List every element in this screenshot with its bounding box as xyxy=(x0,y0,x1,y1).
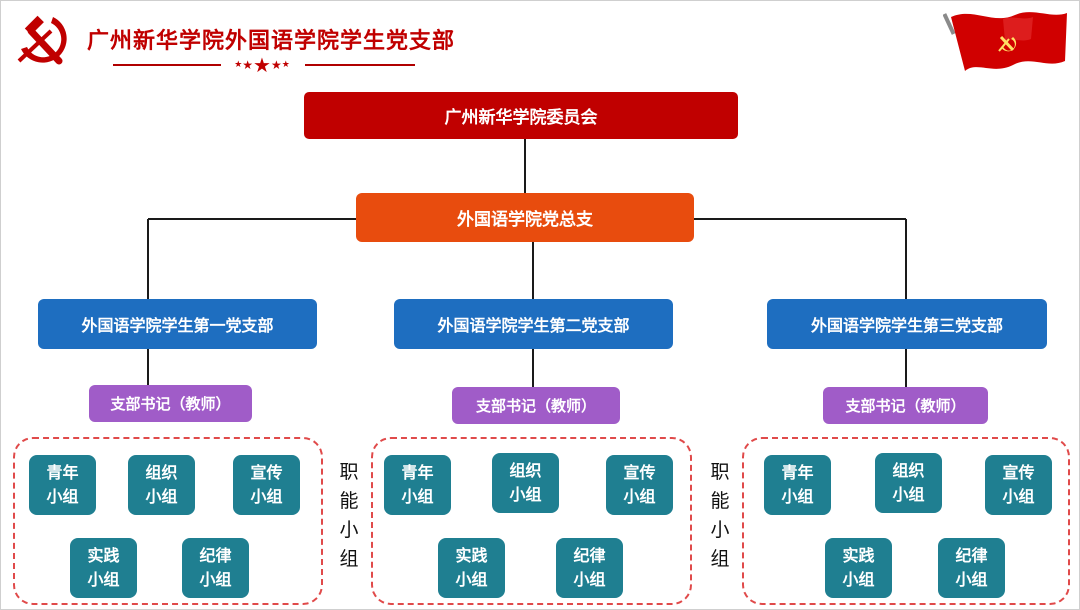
page-title: 广州新华学院外国语学院学生党支部 xyxy=(87,28,456,54)
organization-group-box: 组织 小组 xyxy=(492,453,559,513)
youth-group-box: 青年 小组 xyxy=(29,455,96,515)
branch-2-secretary: 支部书记（教师） xyxy=(452,387,620,424)
party-committee-box: 广州新华学院委员会 xyxy=(304,92,738,139)
star-icon: ★ xyxy=(281,59,290,70)
publicity-group-box: 宣传 小组 xyxy=(233,455,300,515)
star-icon: ★ xyxy=(234,59,243,70)
star-icon: ★ xyxy=(242,58,254,72)
discipline-group-box: 纪律 小组 xyxy=(938,538,1005,598)
star-icon: ★ xyxy=(253,53,271,77)
branch-2-groups-container xyxy=(371,437,692,605)
title-rule-right xyxy=(305,64,415,66)
functional-groups-label: 职 能 小 组 xyxy=(710,461,730,570)
party-flag-icon xyxy=(943,12,1067,71)
branch-3-box: 外国语学院学生第三党支部 xyxy=(767,299,1047,349)
branch-3-groups-container xyxy=(742,437,1070,605)
star-icon: ★ xyxy=(270,58,282,72)
branch-1-box: 外国语学院学生第一党支部 xyxy=(38,299,317,349)
youth-group-box: 青年 小组 xyxy=(384,455,451,515)
youth-group-box: 青年 小组 xyxy=(764,455,831,515)
party-emblem-icon xyxy=(17,15,67,65)
branch-1-secretary: 支部书记（教师） xyxy=(89,385,252,422)
branch-3-secretary: 支部书记（教师） xyxy=(823,387,988,424)
branch-2-box: 外国语学院学生第二党支部 xyxy=(394,299,673,349)
branch-1-groups-container xyxy=(13,437,323,605)
practice-group-box: 实践 小组 xyxy=(70,538,137,598)
organization-group-box: 组织 小组 xyxy=(128,455,195,515)
title-rule-left xyxy=(113,64,221,66)
publicity-group-box: 宣传 小组 xyxy=(606,455,673,515)
organization-group-box: 组织 小组 xyxy=(875,453,942,513)
functional-groups-label: 职 能 小 组 xyxy=(339,461,359,570)
practice-group-box: 实践 小组 xyxy=(438,538,505,598)
discipline-group-box: 纪律 小组 xyxy=(556,538,623,598)
practice-group-box: 实践 小组 xyxy=(825,538,892,598)
decorative-stars: ★ ★ ★ ★ ★ xyxy=(221,53,303,77)
discipline-group-box: 纪律 小组 xyxy=(182,538,249,598)
publicity-group-box: 宣传 小组 xyxy=(985,455,1052,515)
general-branch-box: 外国语学院党总支 xyxy=(356,193,694,242)
